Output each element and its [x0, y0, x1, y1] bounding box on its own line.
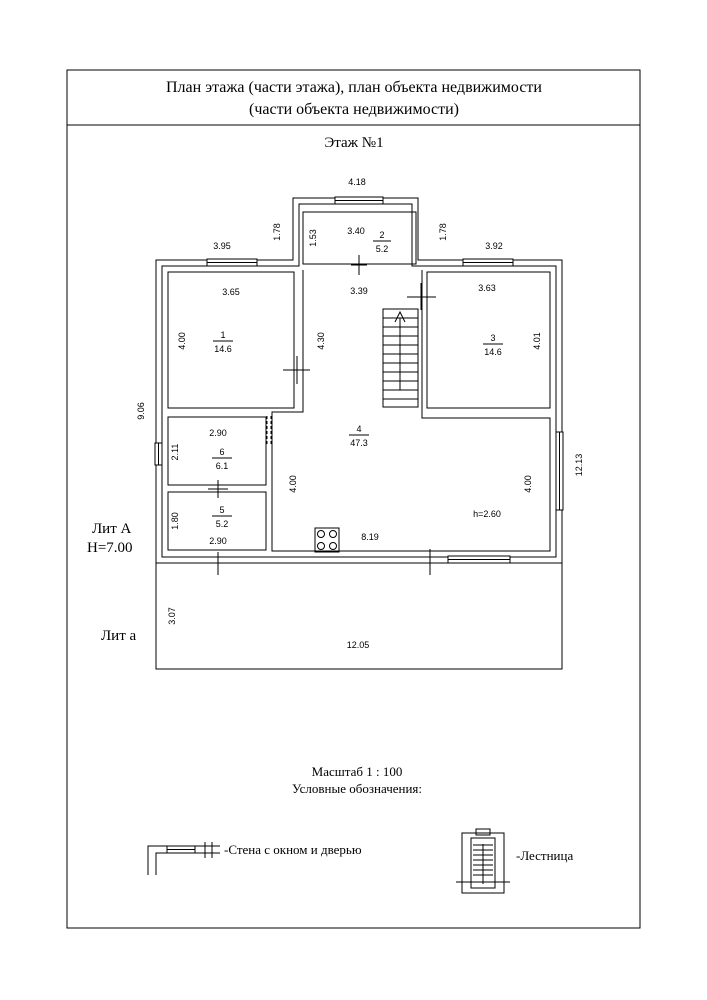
room-2-number: 2 — [379, 230, 384, 240]
dim-left-total: 9.06 — [136, 402, 146, 420]
lit-a-label: Лит А — [92, 521, 132, 537]
room-3-area: 14.6 — [484, 347, 502, 357]
room-5-number: 5 — [219, 505, 224, 515]
dim-right-total: 12.13 — [574, 454, 584, 477]
dim-corridor-height: 4.30 — [316, 332, 326, 350]
room-4-number: 4 — [356, 424, 361, 434]
floor-label: Этаж №1 — [324, 135, 383, 151]
room-4-width: 8.19 — [361, 532, 379, 542]
room-5-height: 1.80 — [170, 512, 180, 530]
room-2-area: 5.2 — [376, 244, 389, 254]
room-2-height: 1.53 — [308, 229, 318, 247]
room-1-height: 4.00 — [177, 332, 187, 350]
room-1-width: 3.65 — [222, 287, 240, 297]
room-4-height-right: 4.00 — [523, 475, 533, 493]
dim-right-top: 3.92 — [485, 241, 503, 251]
room-6-outline — [167, 416, 267, 486]
house-inner-outline — [161, 203, 557, 558]
dim-veranda-width: 12.05 — [347, 640, 370, 650]
veranda-outline — [155, 562, 563, 670]
room-5-area: 5.2 — [216, 519, 229, 529]
dim-porch-right: 1.78 — [438, 223, 448, 241]
room-1-area: 14.6 — [214, 344, 232, 354]
room-3-width: 3.63 — [478, 283, 496, 293]
room-4-ceiling-height: h=2.60 — [473, 509, 501, 519]
lit-a-height: Н=7.00 — [87, 540, 133, 556]
room-6-number: 6 — [219, 447, 224, 457]
room-1-outline — [167, 271, 295, 409]
doors — [208, 255, 436, 575]
house-outline — [155, 197, 563, 564]
lit-a-small-label: Лит а — [101, 628, 137, 644]
room-1-number: 1 — [220, 330, 225, 340]
plan-title-line2: (части объекта недвижимости) — [249, 101, 459, 118]
windows — [154, 196, 564, 564]
stairs — [382, 308, 419, 408]
room-6-area: 6.1 — [216, 461, 229, 471]
scale-label: Масштаб 1 : 100 — [312, 764, 403, 779]
dim-porch-left: 1.78 — [272, 223, 282, 241]
dim-left-top: 3.95 — [213, 241, 231, 251]
room-4-height-left: 4.00 — [288, 475, 298, 493]
legend-stairs-label: -Лестница — [516, 848, 573, 863]
stove-icon — [314, 527, 340, 553]
dim-veranda-height: 3.07 — [167, 607, 177, 625]
room-3-number: 3 — [490, 333, 495, 343]
dim-top-porch: 4.18 — [348, 177, 366, 187]
legend-stairs-symbol — [456, 828, 510, 894]
room-3-outline — [426, 271, 551, 409]
room-3-height: 4.01 — [532, 332, 542, 350]
sheet-frame — [66, 69, 641, 929]
legend-title: Условные обозначения: — [292, 781, 422, 796]
room-5-width: 2.90 — [209, 536, 227, 546]
room-4-area: 47.3 — [350, 438, 368, 448]
room-2-width: 3.40 — [347, 226, 365, 236]
room-4-outline — [271, 270, 551, 552]
dim-corridor: 3.39 — [350, 286, 368, 296]
walls — [155, 197, 563, 670]
plan-title-line1: План этажа (части этажа), план объекта н… — [166, 79, 542, 96]
room-6-height: 2.11 — [170, 444, 180, 461]
room-6-width: 2.90 — [209, 428, 227, 438]
room-5-outline — [167, 491, 267, 551]
legend-wall-label: -Стена с окном и дверью — [224, 842, 362, 857]
legend-wall-symbol — [147, 842, 220, 875]
